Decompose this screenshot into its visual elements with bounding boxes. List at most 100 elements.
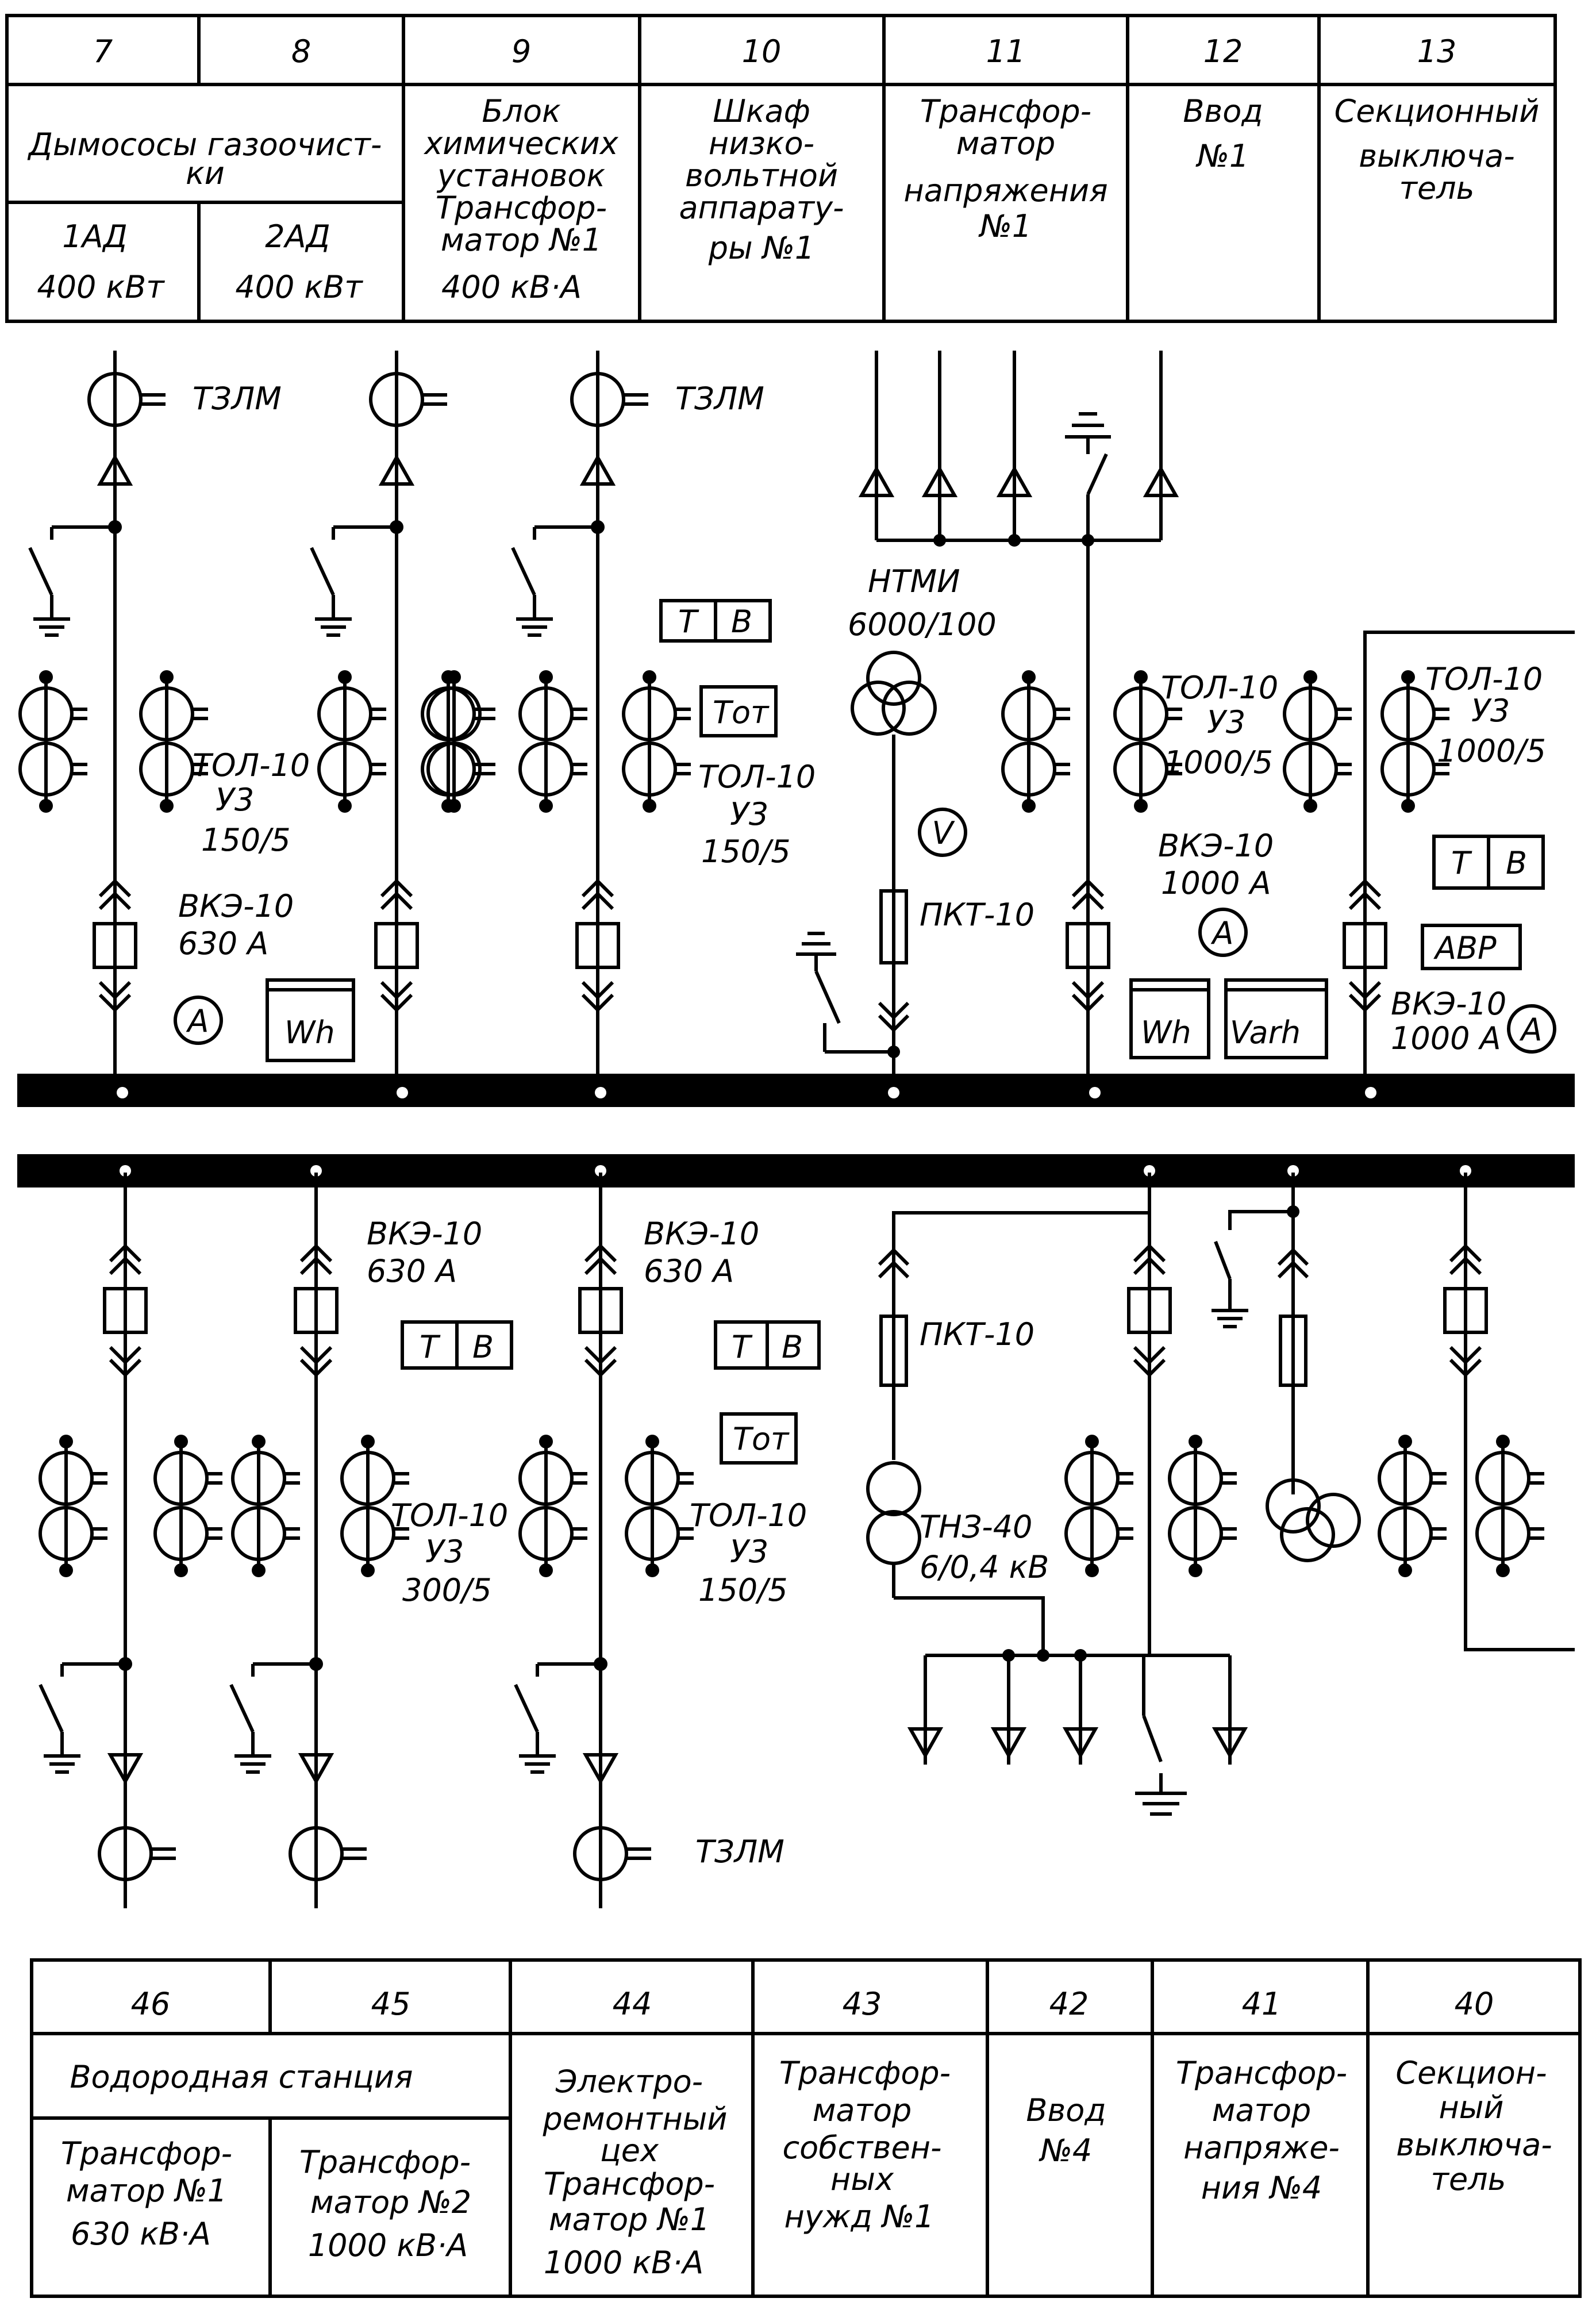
cell-43-line-3: собствен- xyxy=(782,2130,941,2166)
upper-cabinet-10 xyxy=(862,351,1176,547)
ammeter-upper-12 xyxy=(1198,908,1248,957)
cell-44-line-5: матор №1 xyxy=(549,2201,710,2238)
bottom-table: 46 45 44 43 42 41 40 Водородная станция … xyxy=(30,1958,1582,2298)
tol-ratio-lower-45: 300/5 xyxy=(402,1572,492,1608)
wh-meter-upper-7 xyxy=(266,978,355,1062)
tnz-label: ТНЗ-40 xyxy=(920,1509,1032,1545)
vke-label-upper-12: ВКЭ-10 xyxy=(1158,828,1274,864)
upper-busbar xyxy=(17,1074,1575,1107)
tzlm-label-upper-9: ТЗЛМ xyxy=(675,381,764,417)
lower-busbar-taps xyxy=(120,1165,1471,1177)
tol-ratio-upper-7: 150/5 xyxy=(201,822,291,858)
lower-feeder-44 xyxy=(516,1173,694,1908)
cell-45-line-1: Трансфор- xyxy=(299,2144,471,2180)
lower-busbar xyxy=(17,1154,1575,1187)
lower-section-breaker-40 xyxy=(1379,1173,1575,1651)
vke-label-upper-13: ВКЭ-10 xyxy=(1391,986,1506,1022)
cell-43-line-4: ных xyxy=(830,2161,894,2197)
tzlm-label-upper-7: ТЗЛМ xyxy=(193,381,282,417)
ammeter-text-upper-13: A xyxy=(1520,1012,1543,1048)
lower-feeder-45 xyxy=(231,1173,409,1908)
cell-9-line-6: 400 кВ·А xyxy=(441,269,582,305)
col-number-42: 42 xyxy=(1049,1986,1089,2022)
cell-13-line-3: тель xyxy=(1399,170,1474,206)
cell-9-line-2: химических xyxy=(423,125,618,162)
cell-43-line-5: нужд №1 xyxy=(784,2199,934,2235)
upper-instruments xyxy=(174,599,1556,1062)
cell-40-line-3: выключа- xyxy=(1396,2127,1552,2163)
cell-46-line-3: 630 кВ·А xyxy=(71,2216,211,2252)
lower-input-42 xyxy=(1066,1173,1237,1655)
col-number-40: 40 xyxy=(1455,1986,1494,2022)
tol-label-upper-12: ТОЛ-10 xyxy=(1161,670,1278,706)
col-number-41: 41 xyxy=(1242,1986,1282,2022)
cell-44-line-6: 1000 кВ·А xyxy=(544,2245,703,2281)
vke-label-lower-45: ВКЭ-10 xyxy=(367,1216,482,1252)
cell-42-line-2: №4 xyxy=(1039,2132,1093,2169)
varh-text-upper-12: Varh xyxy=(1230,1014,1301,1051)
cell-41-line-4: ния №4 xyxy=(1201,2170,1322,2206)
tol-type-upper-9: У3 xyxy=(730,796,768,832)
tv-b-lower-44: В xyxy=(782,1329,803,1365)
avr-box xyxy=(1421,924,1522,970)
cell-44-line-2: ремонтный xyxy=(542,2101,727,2137)
cell-8-line-2: 400 кВт xyxy=(235,269,363,305)
cell-13-line-2: выключа- xyxy=(1359,138,1515,174)
cell-44-line-1: Электро- xyxy=(555,2063,703,2100)
tot-box-lower xyxy=(720,1412,798,1465)
top-table: 7 8 9 10 11 12 13 Дымососы газоочист- ки… xyxy=(5,14,1557,323)
cell-11-line-4: №1 xyxy=(978,208,1032,244)
cell-46-line-2: матор №1 xyxy=(66,2173,227,2209)
tol-label-lower-45: ТОЛ-10 xyxy=(391,1497,508,1534)
cell-40-line-4: тель xyxy=(1430,2161,1506,2197)
avr-text: АВР xyxy=(1433,930,1497,966)
ammeter-upper-13 xyxy=(1507,1004,1556,1054)
cell-7-line-1: 1АД xyxy=(62,218,127,255)
varh-meter-upper-12 xyxy=(1224,978,1328,1059)
tzlm-label-lower: ТЗЛМ xyxy=(695,1834,784,1870)
tol-ratio-upper-9: 150/5 xyxy=(701,833,791,870)
pkt-label-upper: ПКТ-10 xyxy=(920,897,1034,933)
tv-t-upper-13: Т xyxy=(1451,845,1472,881)
col-number-9: 9 xyxy=(512,33,531,70)
col-number-8: 8 xyxy=(291,33,311,70)
col-number-12: 12 xyxy=(1203,33,1243,70)
cell-41-line-1: Трансфор- xyxy=(1176,2055,1347,2091)
vke-label-lower-44: ВКЭ-10 xyxy=(644,1216,759,1252)
cell-10-line-1: Шкаф xyxy=(713,93,810,129)
cell-46-line-1: Трансфор- xyxy=(61,2135,232,2172)
cell-9-line-5: матор №1 xyxy=(441,222,602,258)
voltmeter-upper-11 xyxy=(918,808,967,857)
wh-text-upper-12: Wh xyxy=(1141,1014,1191,1051)
tol-type-upper-13: У3 xyxy=(1471,693,1510,729)
tot-text-upper: Тот xyxy=(713,694,770,731)
tv-b-lower-45: В xyxy=(472,1329,494,1365)
cell-9-line-3: установок xyxy=(436,157,605,194)
vke-rating-lower-45: 630 А xyxy=(367,1253,457,1289)
upper-busbar-taps xyxy=(117,1087,1376,1098)
cell-44-line-3: цех xyxy=(600,2132,659,2169)
tot-box-upper xyxy=(699,685,778,737)
tnz-voltage: 6/0,4 кВ xyxy=(920,1549,1049,1585)
col-number-45: 45 xyxy=(371,1986,411,2022)
upper-section-breaker-13 xyxy=(1285,631,1575,1086)
voltmeter-text-upper: V xyxy=(932,815,956,851)
ammeter-text-upper-12: A xyxy=(1211,915,1234,951)
tv-b-upper: В xyxy=(731,604,752,640)
cell-44-line-4: Трансфор- xyxy=(544,2166,715,2202)
cell-9-line-4: Трансфор- xyxy=(436,190,607,226)
tol-type-upper-12: У3 xyxy=(1207,704,1245,740)
col-number-43: 43 xyxy=(843,1986,882,2022)
vke-rating-upper-13: 1000 А xyxy=(1391,1020,1501,1056)
cell-45-line-2: матор №2 xyxy=(310,2184,471,2220)
cell-43-line-2: матор xyxy=(813,2092,912,2128)
cell-12-line-2: №1 xyxy=(1195,138,1249,174)
col-number-7: 7 xyxy=(93,33,113,70)
upper-feeder-8 xyxy=(311,351,495,1086)
cell-8-line-1: 2АД xyxy=(265,218,330,255)
wh-meter-upper-12 xyxy=(1129,978,1210,1059)
tol-label-upper-7: ТОЛ-10 xyxy=(193,747,310,783)
tv-t-lower-45: Т xyxy=(420,1329,441,1365)
cell-11-line-3: напряжения xyxy=(903,172,1107,209)
